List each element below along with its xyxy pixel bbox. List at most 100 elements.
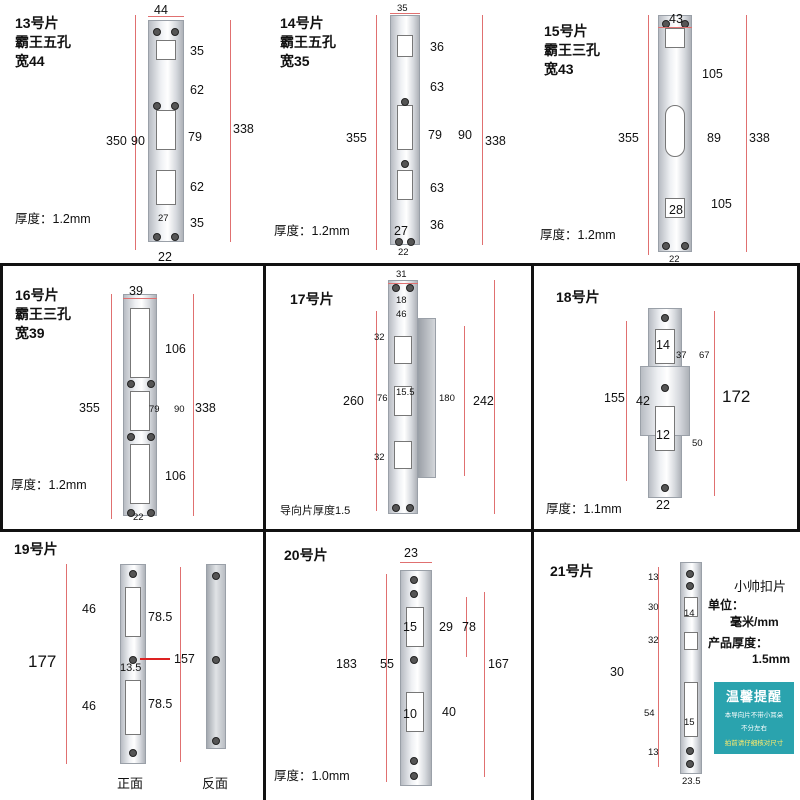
thickness-label: 厚度：1.2mm <box>11 478 87 492</box>
panel-title: 20号片 <box>284 547 328 563</box>
dim-label: 43 <box>669 12 683 26</box>
dim-line <box>230 20 231 242</box>
dim-line <box>123 298 157 299</box>
dim-label: 177 <box>28 652 57 671</box>
plate-slot <box>665 28 685 48</box>
dim-label: 15 <box>403 620 417 634</box>
dim-label: 106 <box>165 342 186 356</box>
screw-hole <box>686 582 694 590</box>
dim-label: 46 <box>82 602 96 616</box>
plate-slot <box>406 692 424 732</box>
panel-21: 21号片 13 30 14 32 30 54 15 13 23.5 小帅扣片 单… <box>534 532 800 800</box>
screw-hole <box>153 233 161 241</box>
dim-line <box>193 294 194 516</box>
divider-left-edge <box>0 263 3 532</box>
screw-hole <box>153 102 161 110</box>
dim-label: 18 <box>396 295 407 306</box>
dim-label: 22 <box>398 247 409 258</box>
dim-label: 44 <box>154 3 168 17</box>
dim-label: 79 <box>149 404 160 415</box>
dim-label: 338 <box>749 131 770 145</box>
divider-row-2 <box>0 529 800 532</box>
dim-line <box>388 283 418 284</box>
dim-label: 27 <box>394 224 408 238</box>
screw-hole <box>392 284 400 292</box>
screw-hole <box>147 509 155 517</box>
thickness-value: 1.5mm <box>752 652 791 666</box>
dim-line <box>376 311 377 511</box>
panel-14: 14号片 霸王五孔 宽35 35 36 63 79 90 63 36 338 3… <box>266 0 531 263</box>
caption-front: 正面 <box>117 776 144 791</box>
dim-label: 62 <box>190 83 204 97</box>
screw-hole <box>401 160 409 168</box>
dim-label: 46 <box>82 699 96 713</box>
panel-13: 13号片 霸王五孔 宽44 44 35 62 79 62 35 338 350 … <box>0 0 263 263</box>
dim-label: 105 <box>702 67 723 81</box>
dim-label: 89 <box>707 131 721 145</box>
plate-slot <box>130 444 150 504</box>
plate-slot <box>125 587 141 637</box>
dim-line <box>66 564 67 764</box>
dim-label: 35 <box>190 44 204 58</box>
screw-hole <box>127 509 135 517</box>
thickness-label: 厚度：1.2mm <box>540 228 616 242</box>
panel-16: 16号片 霸王三孔 宽39 39 106 79 90 338 355 106 2… <box>3 266 263 529</box>
plate-slot <box>130 391 150 431</box>
dim-label: 32 <box>374 332 385 343</box>
screw-hole <box>212 737 220 745</box>
plate-slot <box>397 105 413 150</box>
dim-label: 54 <box>644 708 655 719</box>
dim-line <box>400 562 432 563</box>
screw-hole <box>661 484 669 492</box>
dim-label: 28 <box>669 203 683 217</box>
panel-title: 14号片 霸王五孔 宽35 <box>280 15 336 69</box>
dim-label: 63 <box>430 80 444 94</box>
dim-label: 36 <box>430 40 444 54</box>
reminder-box: 温馨提醒 本导向片不带小耳朵 不分左右 拍前请仔细核对尺寸 <box>714 682 794 754</box>
screw-hole <box>406 504 414 512</box>
screw-hole <box>661 384 669 392</box>
caption-back: 反面 <box>202 776 229 791</box>
plate-slot <box>156 40 176 60</box>
divider-row-1 <box>0 263 800 266</box>
screw-hole <box>171 102 179 110</box>
screw-hole <box>127 433 135 441</box>
dim-label: 157 <box>174 652 195 666</box>
screw-hole <box>661 314 669 322</box>
plate-slot <box>397 35 413 57</box>
screw-hole <box>153 28 161 36</box>
thickness-label: 厚度：1.2mm <box>274 224 350 238</box>
dim-label: 172 <box>722 387 751 406</box>
screw-hole <box>410 590 418 598</box>
dim-label: 10 <box>403 707 417 721</box>
dim-label: 63 <box>430 181 444 195</box>
dim-line <box>140 658 170 660</box>
dim-line <box>466 597 467 657</box>
plate-slot <box>665 105 685 157</box>
dim-label: 355 <box>618 131 639 145</box>
panel-title: 15号片 霸王三孔 宽43 <box>544 23 600 77</box>
screw-hole <box>147 380 155 388</box>
dim-label: 78.5 <box>148 697 173 711</box>
dim-label: 31 <box>396 269 407 280</box>
plate-slot <box>406 607 424 647</box>
dim-line <box>658 27 692 28</box>
divider-col-2 <box>531 263 534 800</box>
thickness-label: 厚度：1.1mm <box>546 502 622 516</box>
screw-hole <box>392 504 400 512</box>
thickness-label: 厚度：1.2mm <box>15 212 91 226</box>
plate-slot <box>684 632 698 650</box>
dim-label: 22 <box>133 512 144 523</box>
dim-label: 40 <box>442 705 456 719</box>
screw-hole <box>147 433 155 441</box>
dim-label: 36 <box>430 218 444 232</box>
dim-label: 90 <box>458 128 472 142</box>
screw-hole <box>127 380 135 388</box>
dim-label: 76 <box>377 393 388 404</box>
dim-label: 79 <box>428 128 442 142</box>
dim-line <box>111 294 112 519</box>
dim-line <box>482 15 483 245</box>
dim-line <box>390 13 420 14</box>
panel-19: 19号片 46 78.5 177 13.5 157 46 78.5 正面 反面 <box>0 532 263 800</box>
panel-title: 18号片 <box>556 289 600 305</box>
